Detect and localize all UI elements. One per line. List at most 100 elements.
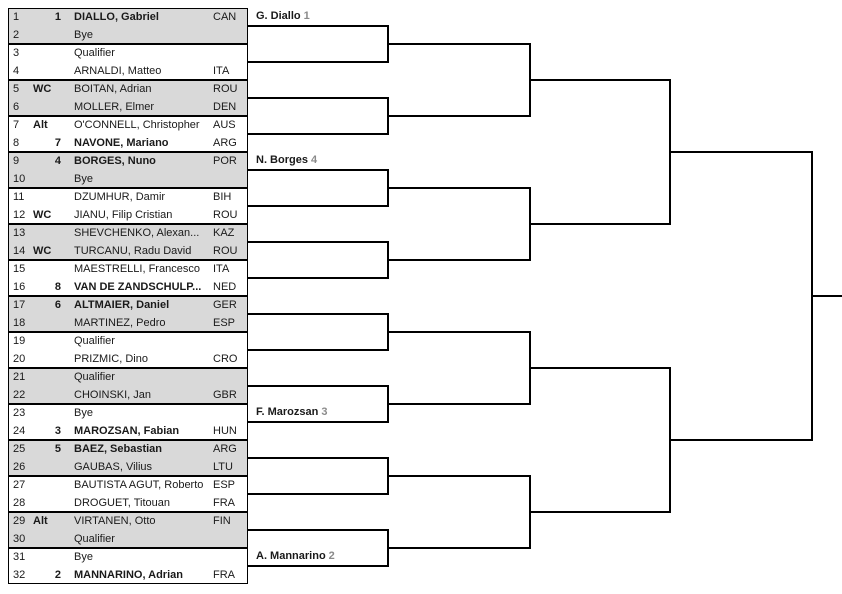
country-code: CAN <box>213 11 237 23</box>
player-name: NAVONE, Mariano <box>74 137 169 149</box>
position-number: 10 <box>13 173 26 185</box>
country-code: ITA <box>213 65 230 77</box>
match-pair-box <box>8 152 248 188</box>
country-code: ITA <box>213 263 230 275</box>
advancer-seed: 1 <box>303 10 310 22</box>
advancer-name: A. Mannarino <box>256 550 326 562</box>
draw-row: 7 Alt O'CONNELL, Christopher AUS <box>8 116 248 134</box>
position-number: 3 <box>13 47 20 59</box>
player-name: MANNARINO, Adrian <box>74 569 183 581</box>
entry-seed-column: 5 <box>33 440 61 458</box>
match-pair-box <box>8 512 248 548</box>
draw-row: 15 MAESTRELLI, Francesco ITA <box>8 260 248 278</box>
country-code: BIH <box>213 191 232 203</box>
draw-row: 20 PRIZMIC, Dino CRO <box>8 350 248 368</box>
position-number: 14 <box>13 245 26 257</box>
position-number: 32 <box>13 569 26 581</box>
position-number: 2 <box>13 29 20 41</box>
entry-seed-column: 2 <box>33 566 61 584</box>
position-number: 13 <box>13 227 26 239</box>
draw-row: 25 5 BAEZ, Sebastian ARG <box>8 440 248 458</box>
position-number: 31 <box>13 551 26 563</box>
seed-number: 1 <box>54 11 61 23</box>
position-number: 24 <box>13 425 26 437</box>
country-code: FIN <box>213 515 231 527</box>
match-pair-box <box>8 368 248 404</box>
entry-seed-column: WC <box>33 80 61 98</box>
player-name: SHEVCHENKO, Alexan... <box>74 227 200 239</box>
position-number: 8 <box>13 137 20 149</box>
entry-seed-column: 6 <box>33 296 61 314</box>
entry-type: Alt <box>33 119 48 131</box>
draw-row: 30 Qualifier <box>8 530 248 548</box>
seed-number: 8 <box>54 281 61 293</box>
seed-number: 6 <box>54 299 61 311</box>
player-name: DZUMHUR, Damir <box>74 191 166 203</box>
player-name: BAEZ, Sebastian <box>74 443 163 455</box>
position-number: 15 <box>13 263 26 275</box>
match-pair-box <box>8 188 248 224</box>
player-name: MARTINEZ, Pedro <box>74 317 166 329</box>
country-code: ARG <box>213 137 237 149</box>
player-name: Qualifier <box>74 335 115 347</box>
country-code: DEN <box>213 101 237 113</box>
entry-type: WC <box>33 83 52 95</box>
match-pair-box <box>8 548 248 584</box>
draw-row: 8 7 NAVONE, Mariano ARG <box>8 134 248 152</box>
player-name: O'CONNELL, Christopher <box>74 119 200 131</box>
entry-seed-column: Alt <box>33 512 61 530</box>
player-name: MAESTRELLI, Francesco <box>74 263 200 275</box>
draw-row: 12 WC JIANU, Filip Cristian ROU <box>8 206 248 224</box>
match-pair-box <box>8 440 248 476</box>
country-code: FRA <box>213 497 235 509</box>
entry-seed-column: 4 <box>33 152 61 170</box>
country-code: ESP <box>213 479 236 491</box>
player-name: MAROZSAN, Fabian <box>74 425 180 437</box>
entry-type: WC <box>33 209 52 221</box>
match-pair-box <box>8 80 248 116</box>
match-pair-box <box>8 404 248 440</box>
entry-type: Alt <box>33 515 48 527</box>
player-name: Qualifier <box>74 47 115 59</box>
position-number: 4 <box>13 65 20 77</box>
player-name: PRIZMIC, Dino <box>74 353 148 365</box>
country-code: ROU <box>213 245 238 257</box>
player-name: CHOINSKI, Jan <box>74 389 152 401</box>
position-number: 21 <box>13 371 26 383</box>
player-name: Bye <box>74 173 93 185</box>
player-name: DIALLO, Gabriel <box>74 11 159 23</box>
match-pair-box <box>8 116 248 152</box>
match-pair-box <box>8 260 248 296</box>
country-code: FRA <box>213 569 235 581</box>
draw-row: 9 4 BORGES, Nuno POR <box>8 152 248 170</box>
country-code: ROU <box>213 209 238 221</box>
entry-type: WC <box>33 245 52 257</box>
draw-row: 4 ARNALDI, Matteo ITA <box>8 62 248 80</box>
draw-row: 2 Bye <box>8 26 248 44</box>
entry-seed-column: WC <box>33 206 61 224</box>
draw-row: 14 WC TURCANU, Radu David ROU <box>8 242 248 260</box>
draw-row: 22 CHOINSKI, Jan GBR <box>8 386 248 404</box>
draw-row: 13 SHEVCHENKO, Alexan... KAZ <box>8 224 248 242</box>
entry-seed-column: Alt <box>33 116 61 134</box>
seed-number: 7 <box>54 137 61 149</box>
seed-number: 5 <box>54 443 61 455</box>
player-name: Bye <box>74 29 93 41</box>
player-name: ALTMAIER, Daniel <box>74 299 170 311</box>
position-number: 17 <box>13 299 26 311</box>
country-code: KAZ <box>213 227 235 239</box>
draw-row: 23 Bye <box>8 404 248 422</box>
country-code: ARG <box>213 443 237 455</box>
position-number: 1 <box>13 11 20 23</box>
player-name: Bye <box>74 551 93 563</box>
position-number: 11 <box>13 191 25 203</box>
match-pair-box <box>8 8 248 44</box>
advancer-name: N. Borges <box>256 154 308 166</box>
match-pair-box <box>8 224 248 260</box>
player-name: Qualifier <box>74 533 115 545</box>
player-name: BOITAN, Adrian <box>74 83 152 95</box>
draw-row: 32 2 MANNARINO, Adrian FRA <box>8 566 248 584</box>
